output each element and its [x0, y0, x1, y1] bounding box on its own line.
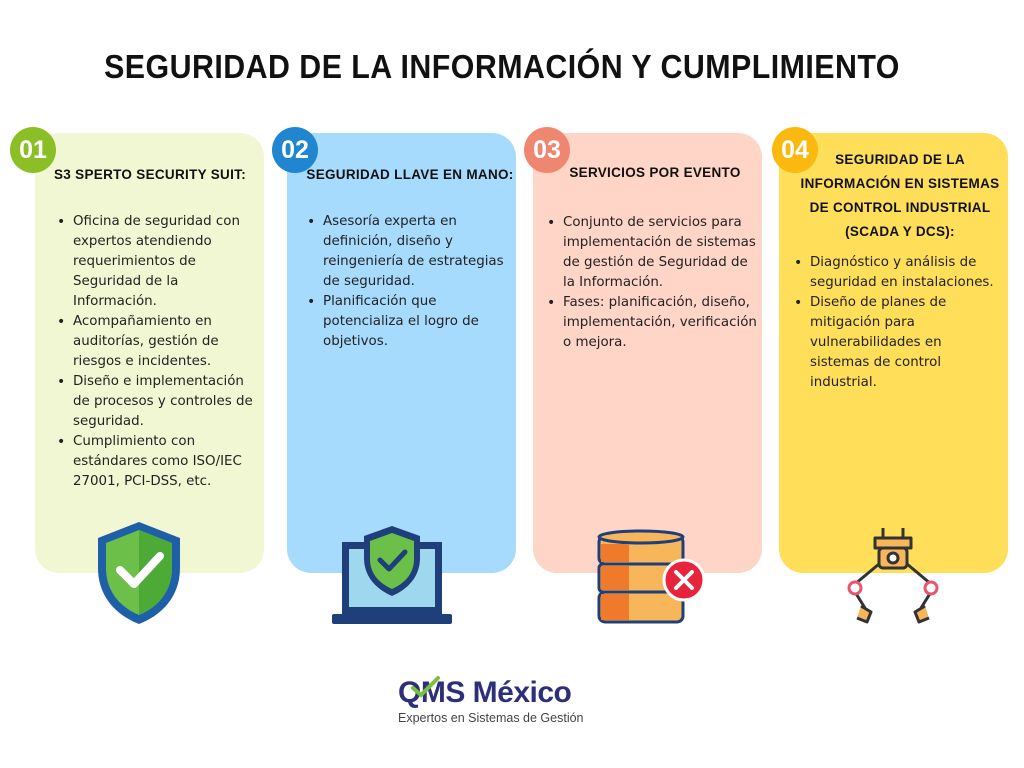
- laptop-shield-icon: [332, 526, 452, 624]
- database-error-icon: [597, 529, 706, 624]
- card-list: Conjunto de servicios para implementació…: [547, 213, 758, 353]
- card-heading: S3 SPERTO SECURITY SUIT:: [54, 167, 246, 182]
- card-heading: SEGURIDAD DE LA INFORMACIÓN EN SISTEMAS …: [800, 152, 1000, 239]
- card-list: Oficina de seguridad con expertos atendi…: [57, 212, 258, 492]
- list-item: Diagnóstico y análisis de seguridad en i…: [794, 253, 1005, 293]
- list-item: Conjunto de servicios para implementació…: [547, 213, 758, 293]
- badge-04: 04: [772, 127, 818, 173]
- card-servicios-por-evento: [533, 133, 762, 573]
- list-item: Acompañamiento en auditorías, gestión de…: [57, 312, 258, 372]
- logo-brand: QMS México: [398, 676, 572, 709]
- list-item: Cumplimiento con estándares como ISO/IEC…: [57, 432, 258, 492]
- badge-03: 03: [524, 127, 570, 173]
- badge-02: 02: [272, 127, 318, 173]
- list-item: Diseño e implementación de procesos y co…: [57, 372, 258, 432]
- page-title: SEGURIDAD DE LA INFORMACIÓN Y CUMPLIMIEN…: [104, 48, 900, 85]
- card-list: Diagnóstico y análisis de seguridad en i…: [794, 253, 1005, 393]
- qms-mexico-logo: QMS México Expertos en Sistemas de Gesti…: [398, 676, 608, 726]
- badge-01: 01: [10, 127, 56, 173]
- card-llave-en-mano: [287, 133, 516, 573]
- card-heading: SERVICIOS POR EVENTO: [569, 165, 741, 180]
- list-item: Diseño de planes de mitigación para vuln…: [794, 293, 1005, 393]
- card-list: Asesoría experta en definición, diseño y…: [307, 212, 513, 352]
- logo-tagline: Expertos en Sistemas de Gestión: [398, 711, 584, 725]
- list-item: Planificación que potencializa el logro …: [307, 292, 513, 352]
- list-item: Fases: planificación, diseño, implementa…: [547, 293, 758, 353]
- list-item: Oficina de seguridad con expertos atendi…: [57, 212, 258, 312]
- check-mark-icon: [411, 676, 440, 698]
- list-item: Asesoría experta en definición, diseño y…: [307, 212, 513, 292]
- shield-check-icon: [98, 522, 180, 624]
- card-heading: SEGURIDAD LLAVE EN MANO:: [306, 167, 514, 182]
- robotic-arm-icon: [847, 528, 939, 624]
